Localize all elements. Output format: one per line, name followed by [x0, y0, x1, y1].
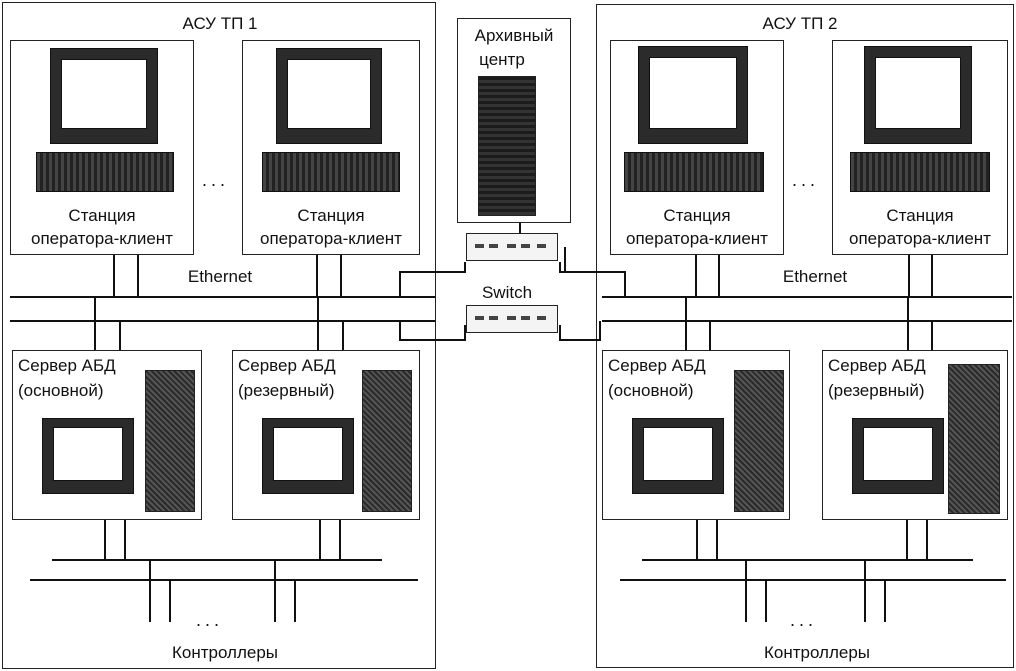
ellipsis: ... [202, 170, 229, 191]
station-label: оператора-клиент [610, 229, 784, 249]
ethernet-label: Ethernet [765, 267, 865, 287]
server-label: Сервер АБД [18, 356, 116, 376]
server-label: (резервный) [238, 381, 335, 401]
server-label: (резервный) [828, 381, 925, 401]
ellipsis: ... [792, 170, 819, 191]
server-label: Сервер АБД [238, 356, 336, 376]
server-tower-icon [145, 370, 195, 512]
system-title-2: АСУ ТП 2 [740, 14, 860, 34]
operator-monitor-icon [864, 46, 972, 144]
server-monitor-icon [262, 418, 354, 494]
station-label: Станция [10, 206, 194, 226]
switch-label: Switch [462, 283, 552, 303]
archive-server-rack-icon [478, 76, 536, 216]
controllers-label: Контроллеры [732, 643, 902, 663]
station-label: Станция [242, 206, 420, 226]
archive-label: центр [457, 50, 547, 70]
controllers-label: Контроллеры [140, 643, 310, 663]
keyboard-icon [262, 152, 400, 192]
operator-monitor-icon [276, 48, 382, 144]
switch-icon [466, 233, 558, 261]
ellipsis: ... [790, 610, 817, 631]
operator-monitor-icon [638, 46, 748, 144]
station-label: оператора-клиент [242, 229, 420, 249]
server-tower-icon [734, 370, 784, 512]
server-label: Сервер АБД [828, 356, 926, 376]
operator-monitor-icon [50, 48, 158, 144]
server-monitor-icon [42, 418, 134, 494]
ellipsis: ... [196, 610, 223, 631]
keyboard-icon [850, 152, 990, 192]
archive-label: Архивный [457, 26, 571, 46]
server-monitor-icon [632, 418, 724, 494]
station-label: оператора-клиент [10, 229, 194, 249]
server-label: (основной) [18, 381, 104, 401]
station-label: Станция [832, 206, 1008, 226]
system-title-1: АСУ ТП 1 [160, 14, 280, 34]
server-label: (основной) [608, 381, 694, 401]
keyboard-icon [36, 152, 174, 192]
switch-icon [466, 305, 558, 333]
station-label: Станция [610, 206, 784, 226]
server-tower-icon [362, 370, 412, 512]
ethernet-label: Ethernet [170, 267, 270, 287]
keyboard-icon [624, 152, 764, 192]
station-label: оператора-клиент [832, 229, 1008, 249]
server-label: Сервер АБД [608, 356, 706, 376]
server-tower-icon [948, 364, 1000, 514]
server-monitor-icon [852, 418, 944, 494]
